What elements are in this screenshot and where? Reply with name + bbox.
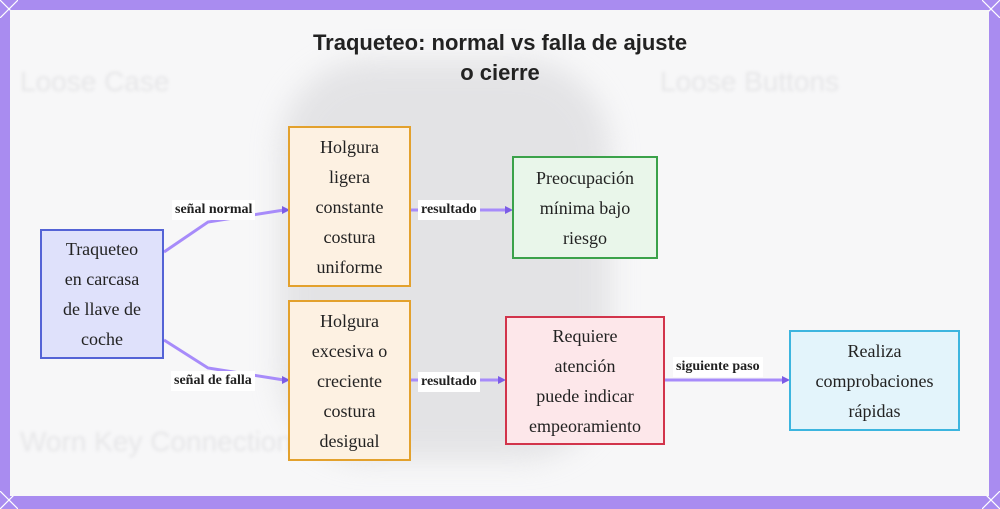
edge-label-next-step: siguiente paso [673,357,763,377]
arrowhead [505,206,513,214]
arrowhead [282,376,290,384]
arrowhead [498,376,506,384]
edge-label-result-2: resultado [418,372,480,392]
node-attention: Requiere atención puede indicar empeoram… [505,316,665,445]
node-quick-checks: Realiza comprobaciones rápidas [789,330,960,431]
arrowhead [782,376,790,384]
node-normal-signal: Holgura ligera constante costura uniform… [288,126,411,287]
node-rattle-start: Traqueteo en carcasa de llave de coche [40,229,164,359]
background-text-worn-key: Worn Key Connection [20,426,292,457]
node-fault-signal: Holgura excesiva o creciente costura des… [288,300,411,461]
node-low-risk: Preocupación mínima bajo riesgo [512,156,658,259]
edge-label-result-1: resultado [418,200,480,220]
background-text-loose-case: Loose Case [20,66,170,97]
title-line-2: o cierre [460,60,540,85]
background-text-loose-buttons: Loose Buttons [660,66,840,97]
title-line-1: Traqueteo: normal vs falla de ajuste [312,30,688,55]
edge-label-normal-signal: señal normal [172,200,256,220]
edge-start-to-fault [163,338,285,382]
diagram-title: Traqueteo: normal vs falla de ajuste o c… [200,28,800,88]
edge-start-to-normal [163,208,285,254]
arrowhead [282,206,290,214]
edge-label-fault-signal: señal de falla [171,371,255,391]
